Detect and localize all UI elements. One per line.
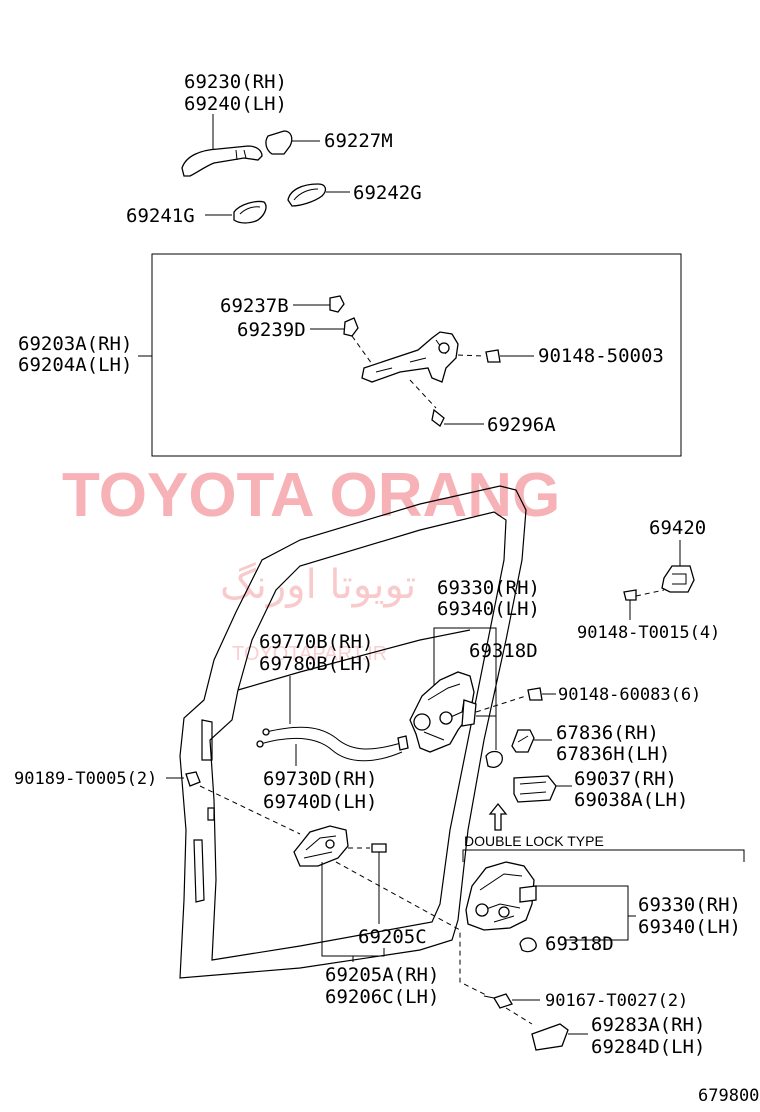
label-69205c: 69205C [358, 926, 427, 948]
label-69237b: 69237B [220, 295, 289, 317]
label-69230: 69230(RH) [184, 71, 287, 93]
bolt-90189 [185, 771, 201, 787]
label-69242g: 69242G [353, 182, 422, 204]
cover-67836 [511, 729, 535, 753]
label-69206c: 69206C(LH) [325, 986, 439, 1008]
screw-69205c [371, 843, 387, 853]
screw-90167 [493, 993, 513, 1009]
label-90148-50003: 90148-50003 [538, 345, 664, 367]
label-69037: 69037(RH) [574, 768, 677, 790]
watermark-persian: تویوتا اورنگ [220, 562, 416, 608]
label-dl-69340: 69340(LH) [638, 916, 741, 938]
label-69770b: 69770B(RH) [259, 631, 373, 653]
label-69740d: 69740D(LH) [263, 791, 377, 813]
left-bolt-group: 90189-T0005(2) [14, 769, 301, 835]
double-lock-box: DOUBLE LOCK TYPE 69330(RH) 69340(LH) 693… [462, 833, 745, 955]
label-69340-lh: 69340(LH) [437, 598, 540, 620]
cable-group: 69770B(RH) 69780B(LH) 69730D(RH) 69740D(… [256, 631, 409, 813]
label-69318d: 69318D [469, 640, 538, 662]
striker-screw [623, 589, 637, 601]
label-90189-t0005: 90189-T0005(2) [14, 769, 157, 789]
lock-pad-69318d [485, 750, 503, 768]
watermark-title: TOYOTA ORANG [62, 461, 560, 530]
label-69296a: 69296A [487, 414, 556, 436]
bezel-group: 90167-T0027(2) 69283A(RH) 69284D(LH) [483, 991, 705, 1058]
cable-69770b [265, 726, 405, 750]
label-67836h: 67836H(LH) [556, 743, 670, 765]
door-panel [179, 485, 527, 979]
figure-number: 679800 [698, 1086, 759, 1106]
label-double-lock-type: DOUBLE LOCK TYPE [464, 833, 604, 849]
label-69284d: 69284D(LH) [591, 1036, 705, 1058]
dl-pad-69318d [519, 937, 537, 953]
label-69227m: 69227M [324, 130, 393, 152]
screw-90148-50003 [485, 349, 501, 363]
label-67836: 67836(RH) [556, 722, 659, 744]
label-69241g: 69241G [126, 205, 195, 227]
outer-door-handle [181, 145, 263, 177]
label-69205a: 69205A(RH) [325, 964, 439, 986]
handle-cap [265, 130, 293, 155]
inner-handle-69205 [293, 825, 349, 867]
protector-69037 [513, 775, 557, 803]
label-90167-t0027: 90167-T0027(2) [545, 991, 688, 1011]
lock-screw [527, 687, 543, 701]
label-69239d: 69239D [237, 319, 306, 341]
inner-handle-group: 69205C 69205A(RH) 69206C(LH) [293, 825, 489, 1008]
label-69420: 69420 [649, 517, 706, 539]
label-69730d: 69730D(RH) [263, 768, 377, 790]
striker-69420 [661, 565, 695, 593]
watermark: TOYOTA ORANG تویوتا اورنگ TOYOTAPART.IR [62, 461, 560, 665]
clip-69237b [329, 295, 345, 313]
pad-69241g [233, 200, 267, 224]
label-69330-rh: 69330(RH) [437, 577, 540, 599]
handle-frame-box: 69203A(RH) 69204A(LH) 69237B 69239D 9014… [18, 253, 682, 457]
label-69240: 69240(LH) [184, 93, 287, 115]
striker-group: 69420 90148-T0015(4) [577, 517, 720, 643]
double-lock-arrow-icon [488, 802, 508, 831]
label-69283a: 69283A(RH) [591, 1014, 705, 1036]
outer-handle-group: 69230(RH) 69240(LH) 69227M 69242G 69241G [126, 71, 422, 227]
label-69780b: 69780B(LH) [259, 653, 373, 675]
handle-frame [361, 331, 459, 383]
bezel-69283 [531, 1023, 569, 1051]
label-90148-t0015: 90148-T0015(4) [577, 623, 720, 643]
clip-69239d [343, 317, 359, 337]
label-69204a: 69204A(LH) [18, 354, 132, 376]
label-dl-69330: 69330(RH) [638, 894, 741, 916]
screw-69296a [431, 408, 445, 427]
label-dl-69318d: 69318D [545, 933, 614, 955]
pad-69242g [287, 183, 327, 207]
label-69203a: 69203A(RH) [18, 333, 132, 355]
label-90148-60083: 90148-60083(6) [558, 685, 701, 705]
label-69038a: 69038A(LH) [574, 789, 688, 811]
lock-group: 69330(RH) 69340(LH) 69318D 90148-60083(6… [409, 577, 701, 831]
